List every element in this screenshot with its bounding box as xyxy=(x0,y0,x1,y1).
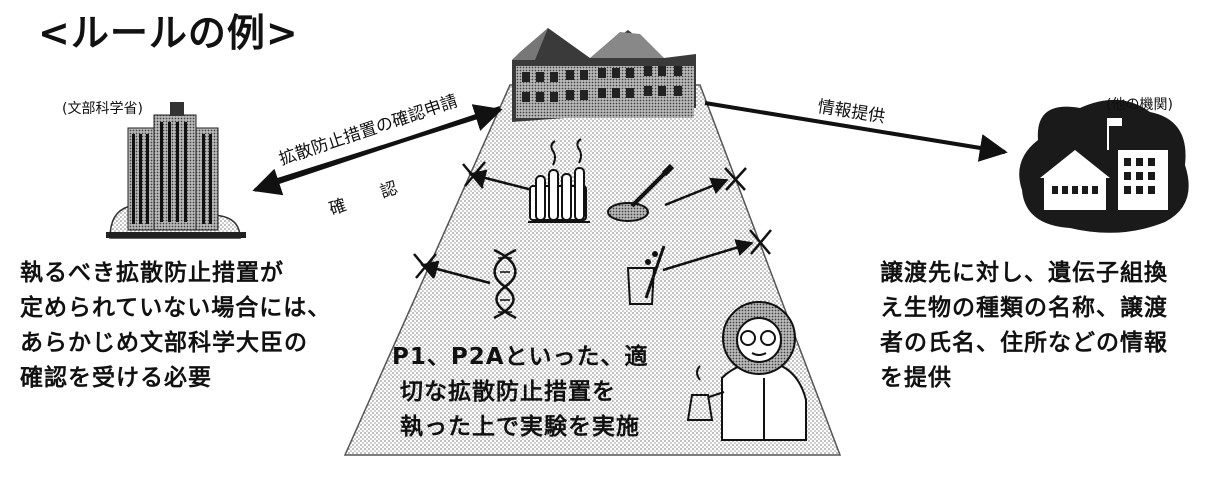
lab-description-line: P1、P2Aといった、適 xyxy=(392,344,649,370)
other-org-description-line: え生物の種類の名称、譲渡 xyxy=(880,295,1168,321)
ministry-building-icon xyxy=(106,102,246,239)
other-organization-icon xyxy=(1019,99,1189,233)
university-building-icon xyxy=(512,28,696,122)
lab-description: P1、P2Aといった、適 切な拡散防止措置を 執った上で実験を実施 xyxy=(392,340,649,445)
other-org-description-line: 者の氏名、住所などの情報 xyxy=(880,330,1168,356)
page-title: <ルールの例> xyxy=(38,11,299,55)
other-org-label: (他の機関) xyxy=(1106,97,1173,113)
ministry-label: (文部科学省) xyxy=(62,101,143,117)
ministry-description: 執るべき拡散防止措置が 定められていない場合には、 あらかじめ文部科学大臣の 確… xyxy=(20,256,331,396)
beaker-icon xyxy=(626,245,666,305)
other-org-description-line: を提供 xyxy=(880,365,952,391)
petri-dish-icon xyxy=(607,163,675,222)
confirm-arrow xyxy=(267,104,503,185)
scientist-icon xyxy=(686,301,807,441)
test-tubes-icon xyxy=(528,138,590,223)
other-org-description: 譲渡先に対し、遺伝子組換 え生物の種類の名称、譲渡 者の氏名、住所などの情報 を… xyxy=(880,256,1168,396)
other-org-description-line: 譲渡先に対し、遺伝子組換 xyxy=(880,260,1168,286)
ministry-description-line: あらかじめ文部科学大臣の xyxy=(20,330,308,356)
dna-icon xyxy=(493,248,517,320)
lab-description-line: 切な拡散防止措置を xyxy=(400,379,616,405)
lab-description-line: 執った上で実験を実施 xyxy=(400,414,640,440)
ministry-description-line: 執るべき拡散防止措置が xyxy=(20,260,284,286)
blocked-leak-arrows xyxy=(413,161,772,285)
ministry-description-line: 定められていない場合には、 xyxy=(20,295,332,321)
info-arrow xyxy=(704,101,1008,162)
ministry-description-line: 確認を受ける必要 xyxy=(20,365,212,391)
